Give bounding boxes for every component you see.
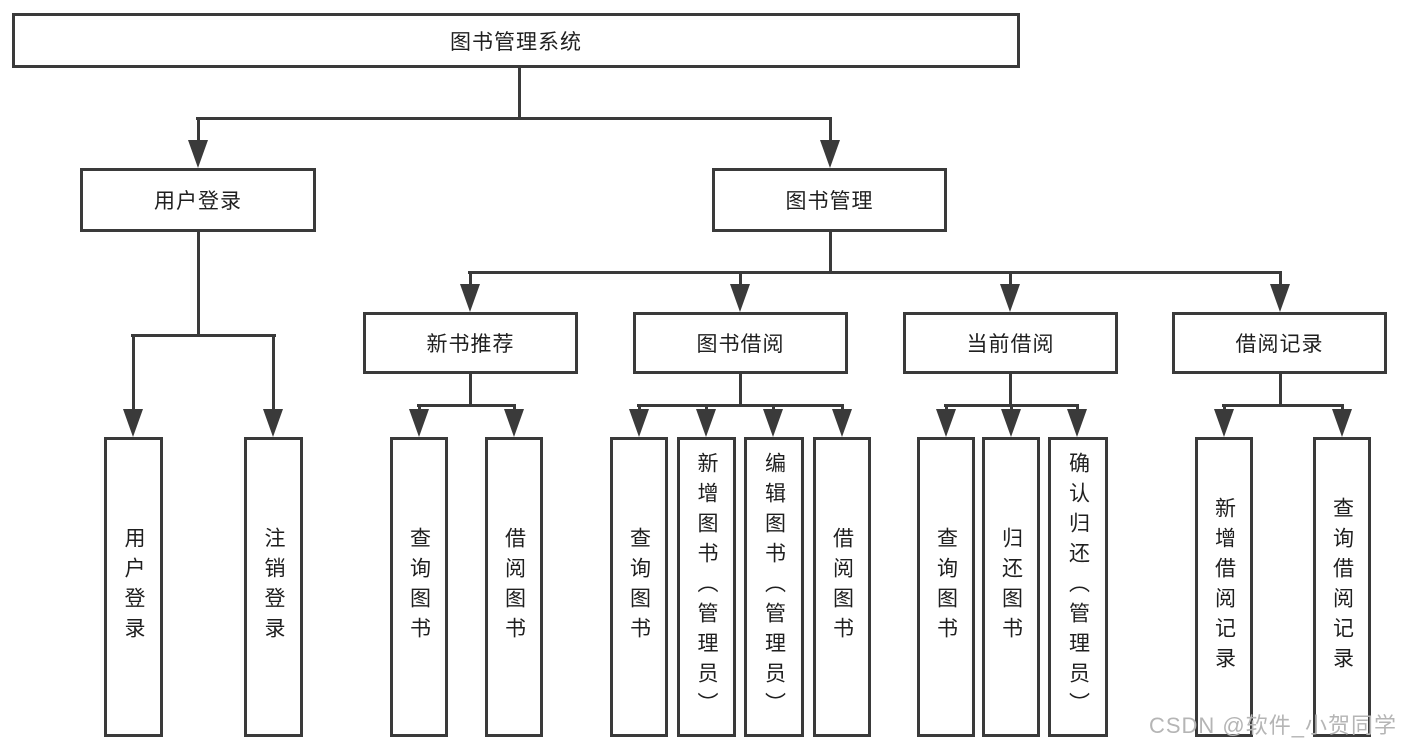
arrow-down-icon [1214, 409, 1234, 437]
node-label: 当前借阅 [966, 333, 1055, 356]
arrow-shaft [131, 337, 135, 411]
leaf-user-login: 用户登录 [104, 437, 163, 737]
node-label: 图书管理 [785, 190, 874, 213]
node-label: 新书推荐 [426, 333, 515, 356]
arrow-down-icon [820, 140, 840, 168]
node-label: 确认归还（管理员） [1066, 452, 1090, 722]
node-label: 用户登录 [154, 190, 242, 213]
node-label: 新增借阅记录 [1212, 497, 1236, 677]
arrow-down-icon [832, 409, 852, 437]
node-book-borrowing: 图书借阅 [633, 312, 848, 374]
node-label: 查询图书 [934, 527, 958, 647]
connector-hline [944, 404, 1079, 407]
connector-hline [131, 334, 276, 337]
node-label: 借阅图书 [502, 527, 526, 647]
node-label: 查询图书 [407, 527, 431, 647]
connector-vline [1278, 374, 1282, 406]
node-label: 编辑图书（管理员） [762, 452, 786, 722]
arrow-down-icon [263, 409, 283, 437]
connector-hline [1222, 404, 1344, 407]
node-label: 注销登录 [262, 527, 285, 647]
arrow-down-icon [188, 140, 208, 168]
leaf-logout: 注销登录 [244, 437, 303, 737]
node-label: 图书借阅 [696, 333, 785, 356]
node-library-management-system: 图书管理系统 [12, 13, 1020, 68]
leaf-add-book-admin: 新增图书（管理员） [677, 437, 736, 737]
leaf-search-books-current: 查询图书 [917, 437, 975, 737]
arrow-shaft [1008, 274, 1012, 286]
connector-vline [828, 232, 832, 274]
node-label: 用户登录 [122, 527, 145, 647]
node-borrowing-records: 借阅记录 [1172, 312, 1387, 374]
node-label: 图书管理系统 [450, 30, 582, 54]
arrow-down-icon [460, 284, 480, 312]
leaf-search-borrow-record: 查询借阅记录 [1313, 437, 1371, 737]
leaf-search-books-recommend: 查询图书 [390, 437, 448, 737]
arrow-down-icon [629, 409, 649, 437]
arrow-down-icon [123, 409, 143, 437]
arrow-shaft [1278, 274, 1282, 286]
arrow-down-icon [696, 409, 716, 437]
connector-hline [417, 404, 516, 407]
arrow-down-icon [730, 284, 750, 312]
node-label: 归还图书 [999, 527, 1023, 647]
node-label: 查询借阅记录 [1330, 497, 1354, 677]
leaf-return-book: 归还图书 [982, 437, 1040, 737]
arrow-down-icon [763, 409, 783, 437]
leaf-borrow-books: 借阅图书 [813, 437, 871, 737]
connector-vline [196, 232, 200, 336]
arrow-down-icon [1001, 409, 1021, 437]
connector-hline [637, 404, 844, 407]
arrow-down-icon [936, 409, 956, 437]
arrow-down-icon [1000, 284, 1020, 312]
node-user-login: 用户登录 [80, 168, 316, 232]
arrow-down-icon [1270, 284, 1290, 312]
connector-vline [1008, 374, 1012, 406]
leaf-confirm-return-admin: 确认归还（管理员） [1048, 437, 1108, 737]
connector-vline [738, 374, 742, 406]
leaf-search-books-borrow: 查询图书 [610, 437, 668, 737]
arrow-down-icon [504, 409, 524, 437]
connector-vline [468, 374, 472, 406]
arrow-shaft [271, 337, 275, 411]
arrow-down-icon [409, 409, 429, 437]
arrow-shaft [468, 274, 472, 286]
node-label: 查询图书 [627, 527, 651, 647]
node-current-borrowing: 当前借阅 [903, 312, 1118, 374]
arrow-shaft [828, 120, 832, 142]
node-new-book-recommendation: 新书推荐 [363, 312, 578, 374]
leaf-edit-book-admin: 编辑图书（管理员） [744, 437, 804, 737]
node-book-management: 图书管理 [712, 168, 947, 232]
arrow-shaft [738, 274, 742, 286]
node-label: 借阅图书 [830, 527, 854, 647]
connector-vline [517, 68, 521, 118]
leaf-add-borrow-record: 新增借阅记录 [1195, 437, 1253, 737]
watermark: CSDN @软件_小贺同学 [1148, 713, 1397, 738]
connector-hline [196, 117, 832, 120]
connector-hline [468, 271, 1282, 274]
leaf-borrow-books-recommend: 借阅图书 [485, 437, 543, 737]
arrow-shaft [196, 120, 200, 142]
node-label: 借阅记录 [1235, 333, 1324, 356]
arrow-down-icon [1067, 409, 1087, 437]
arrow-down-icon [1332, 409, 1352, 437]
node-label: 新增图书（管理员） [695, 452, 718, 722]
